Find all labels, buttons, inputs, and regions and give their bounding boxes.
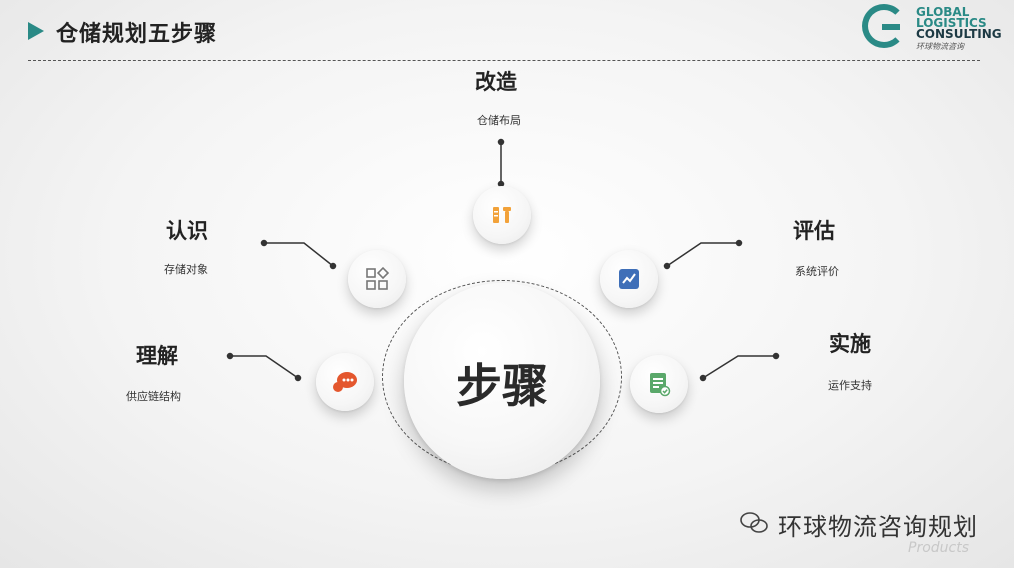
tools-icon xyxy=(493,207,511,223)
step-implement-icon-circle xyxy=(630,355,688,413)
connector-understand xyxy=(230,355,299,379)
step-reform-title: 改造 xyxy=(475,70,517,94)
wechat-icon xyxy=(740,512,768,533)
play-arrow-icon xyxy=(28,22,44,40)
step-reform-icon-circle xyxy=(473,186,531,244)
step-understand-subtitle: 供应链结构 xyxy=(126,390,181,403)
step-implement-title: 实施 xyxy=(829,332,871,356)
step-evaluate-title: 评估 xyxy=(793,219,835,243)
logo-text-logistics: LOGISTICS xyxy=(916,16,987,30)
page-title: 仓储规划五步骤 xyxy=(56,22,218,47)
checklist-icon xyxy=(650,373,671,397)
logo-text-cn: 环球物流咨询 xyxy=(916,42,964,51)
step-evaluate-icon-circle xyxy=(600,250,658,308)
step-implement-subtitle: 运作支持 xyxy=(828,379,872,392)
logo-text-global: GLOBAL xyxy=(916,5,970,19)
header-divider xyxy=(28,60,980,61)
shapes-grid-icon xyxy=(366,267,389,290)
company-logo: GLOBAL LOGISTICS CONSULTING 环球物流咨询 xyxy=(862,4,1012,54)
logo-g-mark xyxy=(862,4,906,48)
connector-recognize xyxy=(264,242,334,267)
step-recognize-title: 认识 xyxy=(166,219,208,243)
step-understand-title: 理解 xyxy=(136,344,178,368)
step-evaluate-subtitle: 系统评价 xyxy=(795,265,839,278)
center-circle xyxy=(404,283,600,479)
logo-g-bar xyxy=(882,24,900,30)
step-understand-icon-circle xyxy=(316,353,374,411)
watermark-products: Products xyxy=(908,540,970,556)
center-label: 步骤 xyxy=(456,359,548,413)
watermark-text: 环球物流咨询规划 xyxy=(778,513,978,541)
connector-implement xyxy=(702,355,776,379)
edit-chart-icon xyxy=(619,269,639,289)
step-recognize-subtitle: 存储对象 xyxy=(164,263,208,276)
step-reform-subtitle: 仓储布局 xyxy=(477,114,521,127)
logo-text-consulting: CONSULTING xyxy=(916,27,1002,41)
step-recognize-icon-circle xyxy=(348,250,406,308)
chat-bubble-icon xyxy=(333,372,357,392)
connector-evaluate xyxy=(666,242,739,267)
